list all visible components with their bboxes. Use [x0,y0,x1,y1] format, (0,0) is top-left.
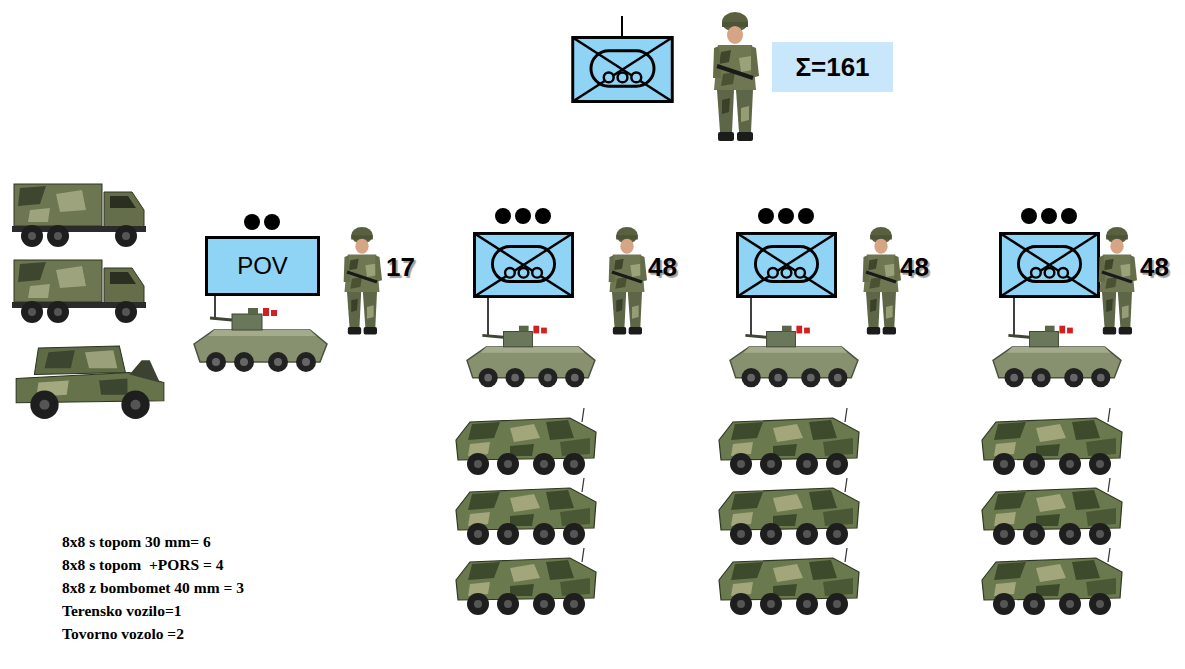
ifv-picture [456,478,596,545]
echelon-dot [244,214,260,230]
note-text: Terensko vozilo=1 [62,602,182,620]
truck-picture [12,260,146,323]
ifv-picture [982,548,1122,615]
ifv-picture [719,408,859,475]
ifv-picture [719,548,859,615]
jeep-picture [16,346,164,419]
ifv-picture [456,548,596,615]
note-text: Tovorno vozolo =2 [62,625,184,643]
platoon-symbol [1000,233,1098,296]
soldier-figure [713,12,759,141]
strength-number: 48 [900,252,929,283]
leader-line [214,296,216,318]
hq-tick [621,16,623,36]
soldier-figure [344,227,382,335]
strength-number: 48 [648,252,677,283]
ifv-picture [719,478,859,545]
box-text: POV [237,252,288,280]
apc-picture [467,326,595,388]
platoon-symbol [474,233,572,296]
platoon-symbol [737,233,835,296]
note-text: 8x8 z bombomet 40 mm = 3 [62,579,244,597]
strength-number: 17 [386,252,415,283]
soldier-figure [863,227,901,335]
truck-picture [12,184,146,247]
echelon-dot [264,214,280,230]
soldier-figure [1099,227,1137,335]
apc-picture [993,326,1121,388]
soldier-figure [609,227,647,335]
company-symbol [573,37,673,101]
unit-box: POV [205,236,320,296]
note-text: 8x8 s topom 30 mm= 6 [62,533,211,551]
ifv-picture [456,408,596,475]
apc-picture [194,308,327,372]
note-text: 8x8 s topom +PORS = 4 [62,556,223,574]
strength-number: 48 [1140,252,1169,283]
ifv-picture [982,408,1122,475]
box-text: Σ=161 [795,52,869,83]
ifv-picture [982,478,1122,545]
total-box: Σ=161 [772,42,893,92]
apc-picture [730,326,858,388]
